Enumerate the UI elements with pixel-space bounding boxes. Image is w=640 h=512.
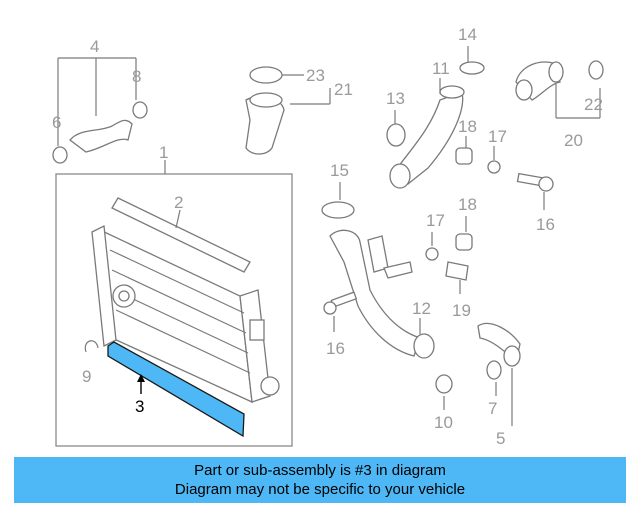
callout-15: 15 [330,161,349,180]
banner-line-1: Part or sub-assembly is #3 in diagram [194,462,446,479]
callout-19: 19 [452,301,471,320]
callout-10: 10 [434,413,453,432]
callout-16a: 16 [536,215,555,234]
callout-18b: 18 [458,195,477,214]
nut-17b [425,247,439,261]
bolt-16a [516,172,554,210]
callout-6: 6 [52,113,61,132]
callout-17b: 17 [426,211,445,230]
clip-9 [84,340,99,353]
seal-strip-3-highlighted [107,341,245,438]
nut-17a [487,160,501,174]
elbow-hose-21 [245,66,331,155]
callout-13: 13 [386,89,405,108]
seal-strip-2 [111,197,251,273]
charge-pipe-11 [386,46,485,189]
callout-11: 11 [432,59,450,78]
grommet-18b [455,233,473,251]
callout-1: 1 [159,143,168,162]
callout-21: 21 [334,80,353,99]
callout-8: 8 [132,67,141,86]
charge-pipe-12 [321,182,435,359]
callout-7: 7 [488,399,497,418]
callout-9: 9 [82,367,91,386]
callout-2: 2 [174,193,183,212]
bolt-16b [323,291,358,332]
callout-5: 5 [496,429,505,448]
callout-18a: 18 [458,117,477,136]
grommet-18a [455,147,473,165]
callout-22: 22 [584,95,603,114]
hose-group-4 [52,57,148,164]
sensor-19 [445,261,469,281]
hose-20 [515,60,604,119]
callout-23: 23 [306,66,325,85]
callout-4: 4 [90,37,99,56]
callout-14: 14 [458,25,477,44]
callout-3: 3 [135,397,144,416]
banner-line-2: Diagram may not be specific to your vehi… [174,481,466,498]
assembly-1-box [55,173,293,447]
hose-5 [435,322,521,426]
intercooler [91,224,280,404]
parts-diagram: 1 2 3 9 4 6 8 [52,25,604,448]
info-banner: Part or sub-assembly is #3 in diagram Di… [14,457,626,503]
callout-17a: 17 [488,127,507,146]
callout-16b: 16 [326,339,345,358]
callout-20: 20 [564,131,583,150]
callout-12: 12 [412,299,431,318]
